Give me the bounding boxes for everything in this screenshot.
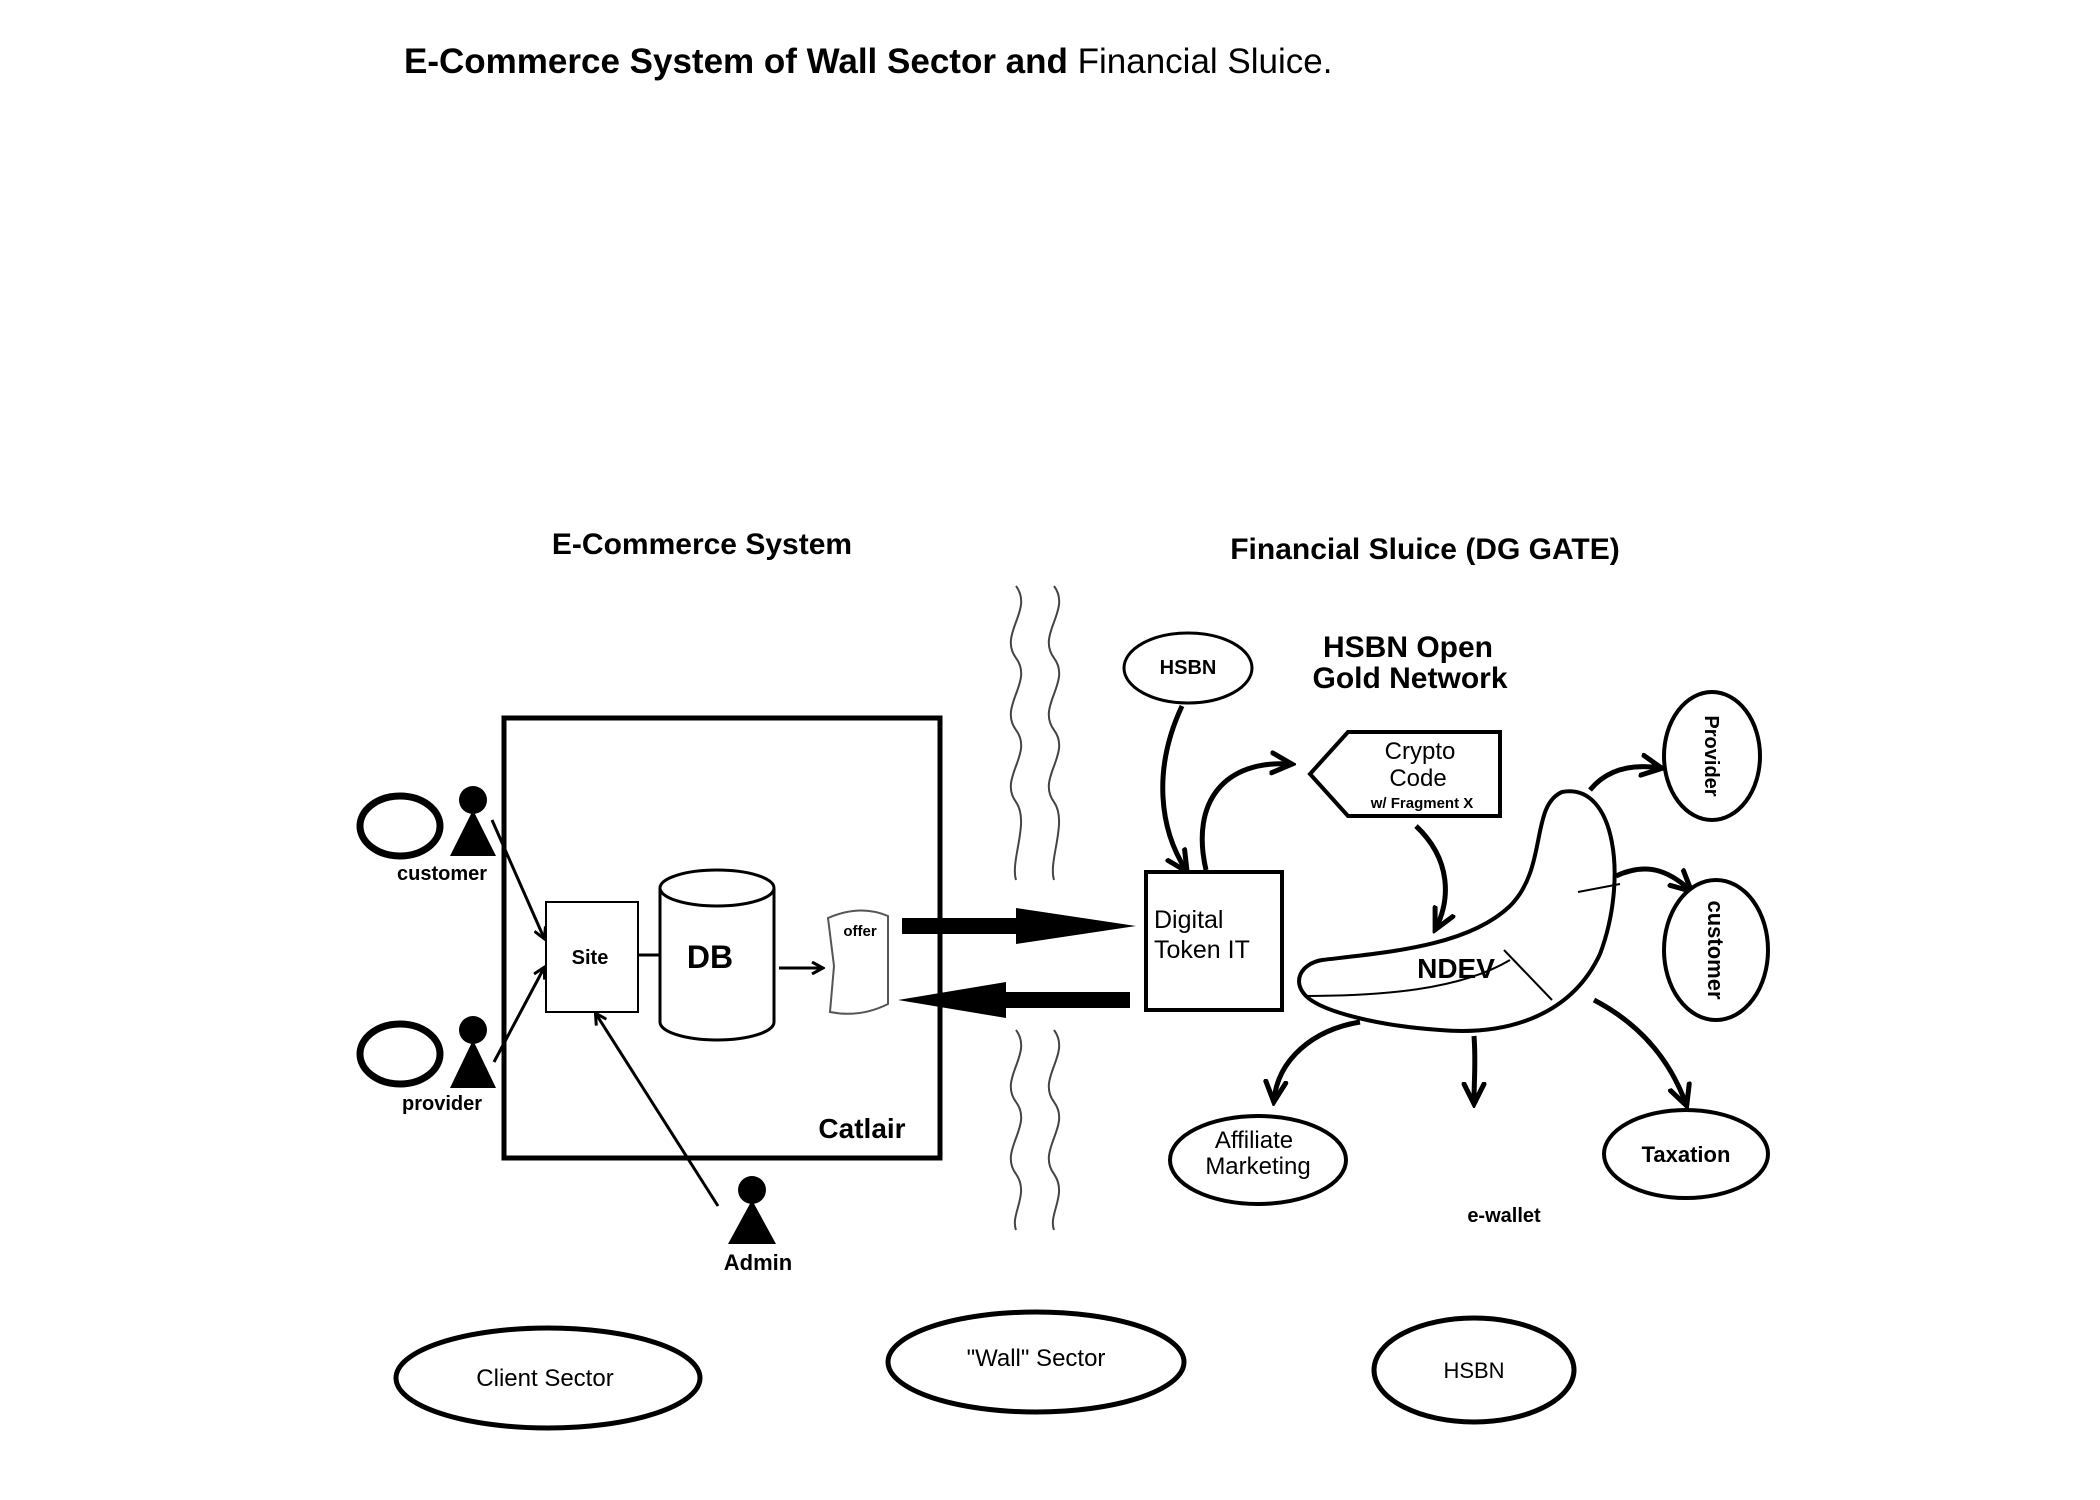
affiliate-line2: Marketing bbox=[1205, 1153, 1310, 1180]
catlair-box bbox=[501, 715, 943, 1161]
ndev-provider-arrow bbox=[1588, 767, 1660, 792]
provider-output-label: Provider bbox=[1700, 715, 1722, 796]
ndev-shape[interactable] bbox=[1297, 789, 1621, 1033]
site-box[interactable] bbox=[545, 901, 639, 1013]
ndev-label: NDEV bbox=[1417, 953, 1495, 984]
db-label: DB bbox=[687, 939, 733, 975]
ewallet-label: e-wallet bbox=[1467, 1205, 1541, 1227]
incoming-flow-arrow bbox=[898, 982, 1130, 1018]
network-title-line2: Gold Network bbox=[1312, 662, 1507, 695]
taxation-node[interactable] bbox=[1602, 1108, 1770, 1200]
provider-site-arrow bbox=[492, 968, 544, 1063]
catlair-label: Catlair bbox=[818, 1113, 905, 1144]
token-crypto-arrow bbox=[1199, 764, 1290, 871]
db-cylinder[interactable] bbox=[658, 868, 776, 1042]
hsbn-node[interactable] bbox=[1122, 631, 1254, 705]
crypto-line2: Code bbox=[1389, 765, 1446, 792]
provider-actor-icon bbox=[356, 1016, 496, 1088]
legend-client-label: Client Sector bbox=[476, 1365, 613, 1392]
customer-actor-label: customer bbox=[397, 863, 487, 885]
page-title: E-Commerce System of Wall Sector and Fin… bbox=[404, 42, 1332, 82]
legend-hsbn bbox=[1371, 1315, 1577, 1425]
digital-token-line1: Digital bbox=[1154, 906, 1223, 934]
taxation-label: Taxation bbox=[1642, 1142, 1731, 1167]
customer-output-node[interactable] bbox=[1662, 878, 1770, 1022]
ndev-customer-arrow bbox=[1614, 866, 1690, 890]
offer-document[interactable] bbox=[826, 909, 889, 1015]
provider-actor-label: provider bbox=[402, 1093, 482, 1115]
ndev-taxation-arrow bbox=[1592, 997, 1686, 1104]
legend-client-sector bbox=[393, 1325, 703, 1431]
legend-wall-label: "Wall" Sector bbox=[967, 1345, 1106, 1372]
ndev-affiliate-arrow bbox=[1274, 1019, 1361, 1100]
hsbn-node-label: HSBN bbox=[1160, 657, 1217, 679]
affiliate-marketing-node[interactable] bbox=[1168, 1114, 1348, 1206]
crypto-line3: w/ Fragment X bbox=[1370, 795, 1474, 812]
network-title-line1: HSBN Open bbox=[1323, 631, 1493, 664]
provider-output-node[interactable] bbox=[1662, 690, 1762, 822]
hsbn-token-arrow bbox=[1160, 704, 1186, 870]
title-bold: E-Commerce System of Wall Sector and bbox=[404, 42, 1068, 81]
admin-actor-label: Admin bbox=[724, 1250, 792, 1275]
sluice-heading: Financial Sluice (DG GATE) bbox=[1230, 533, 1620, 566]
customer-site-arrow bbox=[490, 819, 544, 938]
legend-wall-sector bbox=[885, 1309, 1187, 1415]
admin-site-arrow bbox=[596, 1014, 720, 1207]
legend-hsbn-label: HSBN bbox=[1443, 1358, 1504, 1383]
crypto-line1: Crypto bbox=[1385, 738, 1456, 765]
digital-token-box[interactable] bbox=[1144, 870, 1284, 1012]
crypto-ndev-arrow bbox=[1414, 824, 1445, 928]
admin-actor-icon bbox=[728, 1176, 776, 1244]
crypto-code-tag[interactable] bbox=[1307, 730, 1502, 818]
site-label: Site bbox=[572, 947, 609, 969]
outgoing-flow-arrow bbox=[902, 908, 1136, 944]
customer-actor-icon bbox=[356, 786, 496, 860]
wall-divider bbox=[1009, 585, 1061, 1231]
affiliate-line1: Affiliate bbox=[1215, 1127, 1293, 1154]
customer-output-label: customer bbox=[1703, 900, 1728, 999]
offer-label: offer bbox=[843, 923, 876, 940]
ecommerce-heading: E-Commerce System bbox=[552, 528, 852, 561]
digital-token-line2: Token IT bbox=[1154, 936, 1250, 964]
title-regular: Financial Sluice. bbox=[1067, 42, 1333, 81]
ndev-ewallet-arrow bbox=[1474, 1035, 1475, 1102]
